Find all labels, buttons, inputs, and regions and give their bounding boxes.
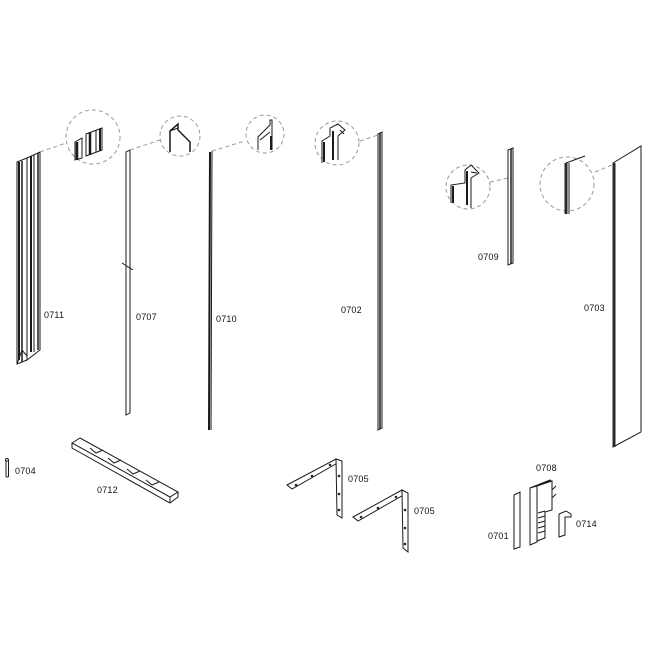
part-0702-profile <box>359 131 383 431</box>
callout-0710 <box>245 114 285 154</box>
label-0703: 0703 <box>584 303 605 313</box>
label-0705-a: 0705 <box>348 474 369 484</box>
part-0712-rail <box>71 437 179 504</box>
callout-0702 <box>314 120 360 166</box>
label-0704: 0704 <box>15 466 36 476</box>
part-0710-profile <box>208 140 246 431</box>
part-0709-profile <box>489 147 514 266</box>
part-0707-strip <box>121 139 161 416</box>
callout-0707 <box>159 115 201 157</box>
part-0708-assembly <box>529 479 557 546</box>
label-0705-b: 0705 <box>414 506 435 516</box>
callout-0709 <box>445 164 491 210</box>
label-0709: 0709 <box>478 252 499 262</box>
part-0714-catch <box>558 510 572 538</box>
label-0707: 0707 <box>136 312 157 322</box>
label-0708: 0708 <box>536 463 557 473</box>
label-0701: 0701 <box>488 531 509 541</box>
callout-0703 <box>539 155 595 214</box>
part-0705-bracket-b <box>352 489 409 554</box>
part-0705-bracket-a <box>286 458 343 519</box>
part-0704-pin <box>5 458 9 478</box>
label-0712: 0712 <box>97 485 118 495</box>
label-0710: 0710 <box>216 314 237 324</box>
part-0703-panel <box>594 145 642 448</box>
callout-0711 <box>39 109 121 165</box>
part-0701-strip <box>513 491 521 550</box>
label-0714: 0714 <box>576 519 597 529</box>
part-0711-profile <box>16 151 41 365</box>
label-0711: 0711 <box>44 310 65 320</box>
label-0702: 0702 <box>341 305 362 315</box>
